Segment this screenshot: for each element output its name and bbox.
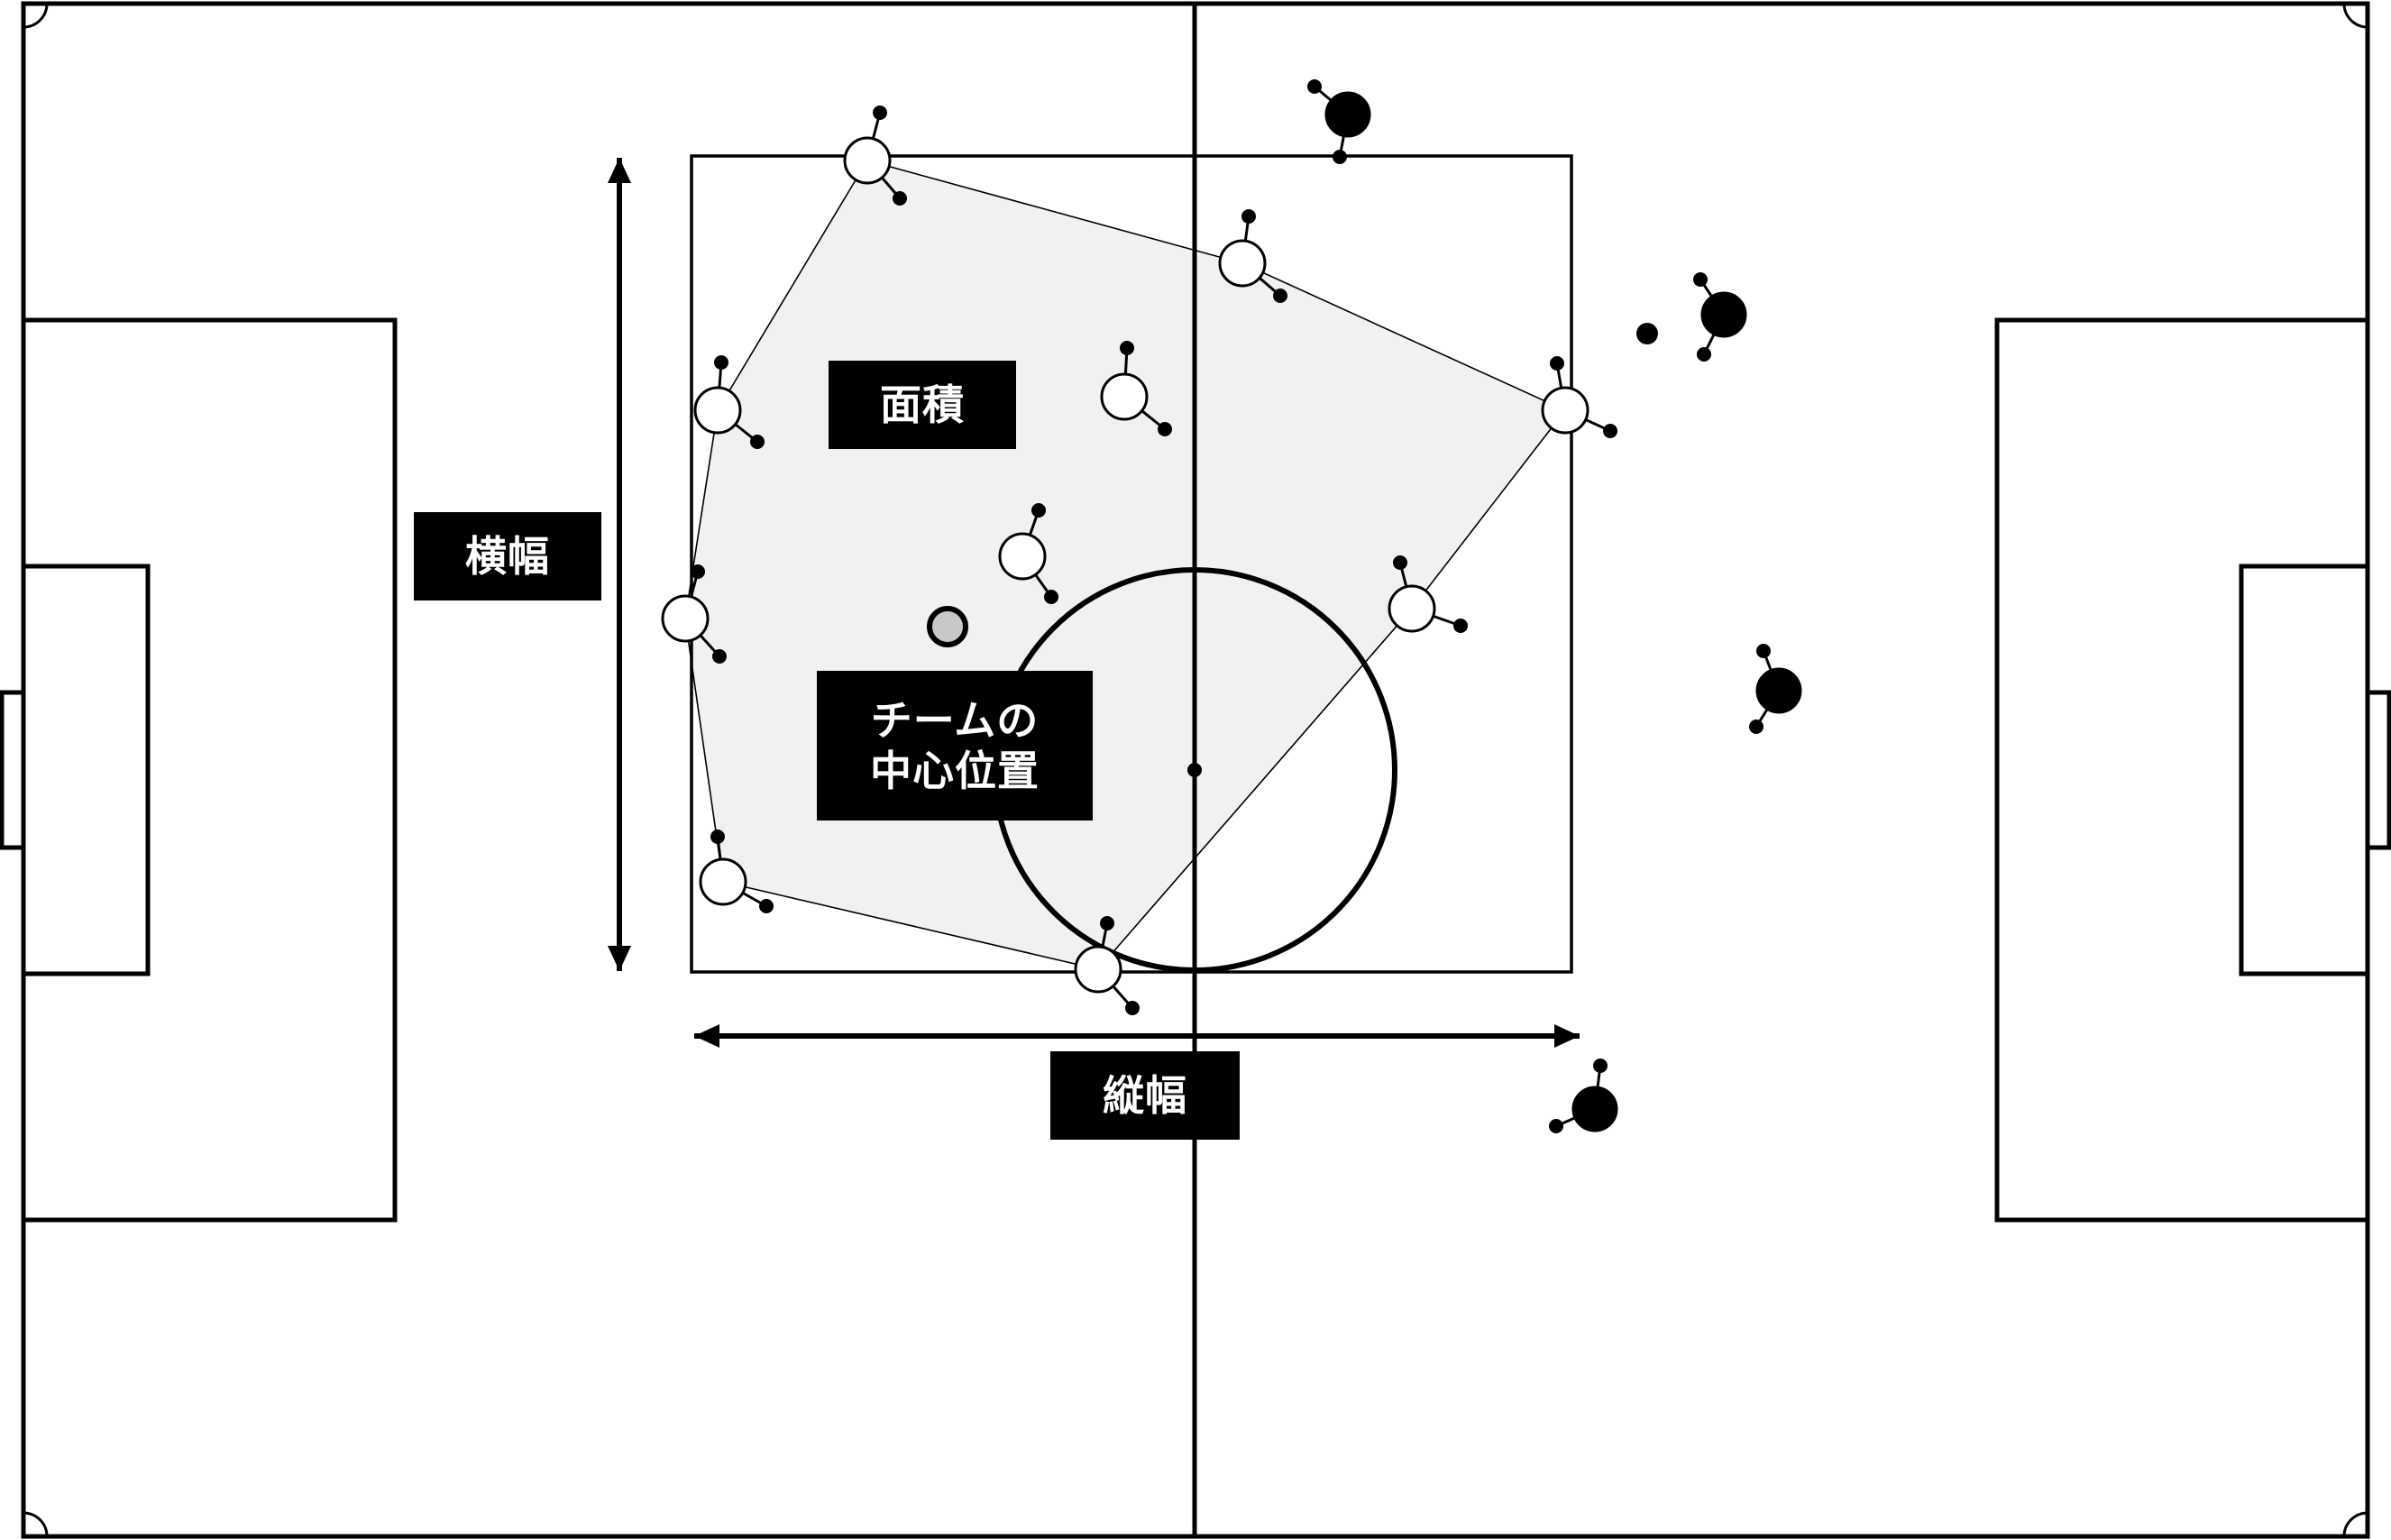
width-arrow: [608, 158, 631, 971]
home-player-6-head-dot: [710, 830, 725, 844]
left-goal-box: [21, 564, 151, 976]
home-player-5-head-dot: [1100, 916, 1114, 930]
corner-arc-top-right: [2342, 3, 2368, 29]
home-player-10-head-dot: [1031, 503, 1046, 518]
corner-arc-top-left: [23, 3, 49, 29]
home-player-9-head-dot: [1120, 341, 1134, 355]
center-spot: [1187, 763, 1202, 777]
home-player-8: [693, 355, 765, 449]
right-goal: [2365, 690, 2391, 850]
home-player-7: [661, 564, 727, 664]
home-player-9-foot-dot: [1158, 422, 1172, 436]
home-player-4: [1388, 555, 1468, 633]
length-arrow: [694, 1024, 1580, 1048]
home-player-10-body: [998, 532, 1047, 581]
away-player-1-head-dot: [1307, 79, 1322, 94]
home-player-9: [1100, 341, 1172, 436]
home-player-1: [843, 105, 907, 206]
home-player-4-body: [1388, 584, 1436, 633]
length-label-text: 縦幅: [1103, 1070, 1187, 1120]
away-player-3: [1749, 644, 1802, 734]
home-player-1-body: [843, 136, 892, 185]
home-player-2-foot-dot: [1273, 289, 1287, 303]
team-center-label: チームの 中心位置: [817, 671, 1093, 820]
home-player-2: [1218, 209, 1287, 303]
home-player-6: [699, 830, 774, 913]
home-player-10-foot-dot: [1044, 590, 1058, 604]
corner-arc-bottom-left: [23, 1511, 49, 1537]
width-arrow-head-start: [608, 158, 631, 183]
home-player-2-head-dot: [1241, 209, 1256, 224]
home-player-8-head-dot: [714, 355, 728, 370]
home-player-6-body: [699, 857, 747, 906]
area-label: 面積: [829, 361, 1016, 449]
length-arrow-head-end: [1554, 1024, 1580, 1048]
ball: [1636, 323, 1658, 344]
home-player-3-foot-dot: [1603, 424, 1617, 438]
home-player-6-foot-dot: [759, 899, 774, 913]
home-player-8-foot-dot: [750, 435, 765, 449]
corner-arc-bottom-right: [2342, 1511, 2368, 1537]
home-player-4-head-dot: [1393, 555, 1407, 570]
team-area-layer: [684, 160, 1567, 970]
width-label: 横幅: [414, 512, 601, 600]
home-player-8-body: [693, 386, 742, 435]
width-arrow-head-end: [608, 946, 631, 971]
area-label-text: 面積: [880, 380, 965, 429]
away-player-1-body: [1324, 91, 1371, 138]
away-player-3-head-dot: [1756, 644, 1771, 658]
team-center-label-line2: 中心位置: [870, 747, 1040, 795]
home-player-5: [1074, 916, 1140, 1015]
home-player-3: [1541, 356, 1617, 438]
left-goal: [0, 690, 26, 850]
away-player-4: [1549, 1059, 1618, 1133]
home-player-5-body: [1074, 945, 1122, 994]
away-player-1: [1307, 79, 1371, 164]
team-area-polygon: [684, 160, 1567, 970]
home-player-7-foot-dot: [712, 649, 727, 664]
home-player-3-head-dot: [1550, 356, 1564, 371]
team-bounding-rectangle: [690, 154, 1573, 974]
home-player-2-body: [1218, 239, 1267, 288]
length-label: 縦幅: [1050, 1051, 1240, 1140]
length-arrow-head-start: [694, 1024, 719, 1048]
left-penalty-box: [21, 317, 398, 1223]
away-player-3-body: [1755, 667, 1802, 714]
away-player-2: [1693, 272, 1747, 362]
away-player-2-body: [1700, 291, 1747, 338]
home-player-9-body: [1100, 372, 1149, 421]
home-player-5-foot-dot: [1125, 1001, 1140, 1015]
home-player-7-body: [661, 594, 710, 643]
away-player-4-body: [1571, 1086, 1618, 1132]
home-player-10: [998, 503, 1058, 604]
width-label-text: 横幅: [465, 531, 550, 581]
home-player-7-head-dot: [691, 564, 705, 579]
away-player-2-foot-dot: [1697, 347, 1711, 362]
away-player-3-foot-dot: [1749, 720, 1763, 734]
away-player-4-foot-dot: [1549, 1119, 1563, 1133]
away-player-1-foot-dot: [1333, 150, 1347, 164]
away-player-2-head-dot: [1693, 272, 1708, 287]
away-player-4-head-dot: [1593, 1059, 1608, 1073]
home-player-1-head-dot: [873, 105, 887, 120]
team-center-marker: [927, 606, 968, 647]
right-goal-box: [2239, 564, 2370, 976]
right-penalty-box: [1994, 317, 2370, 1223]
home-player-4-foot-dot: [1453, 619, 1468, 633]
home-player-1-foot-dot: [893, 191, 907, 206]
home-player-3-body: [1541, 386, 1589, 435]
team-center-label-line1: チームの: [870, 695, 1040, 745]
players-layer: [661, 79, 1802, 1133]
